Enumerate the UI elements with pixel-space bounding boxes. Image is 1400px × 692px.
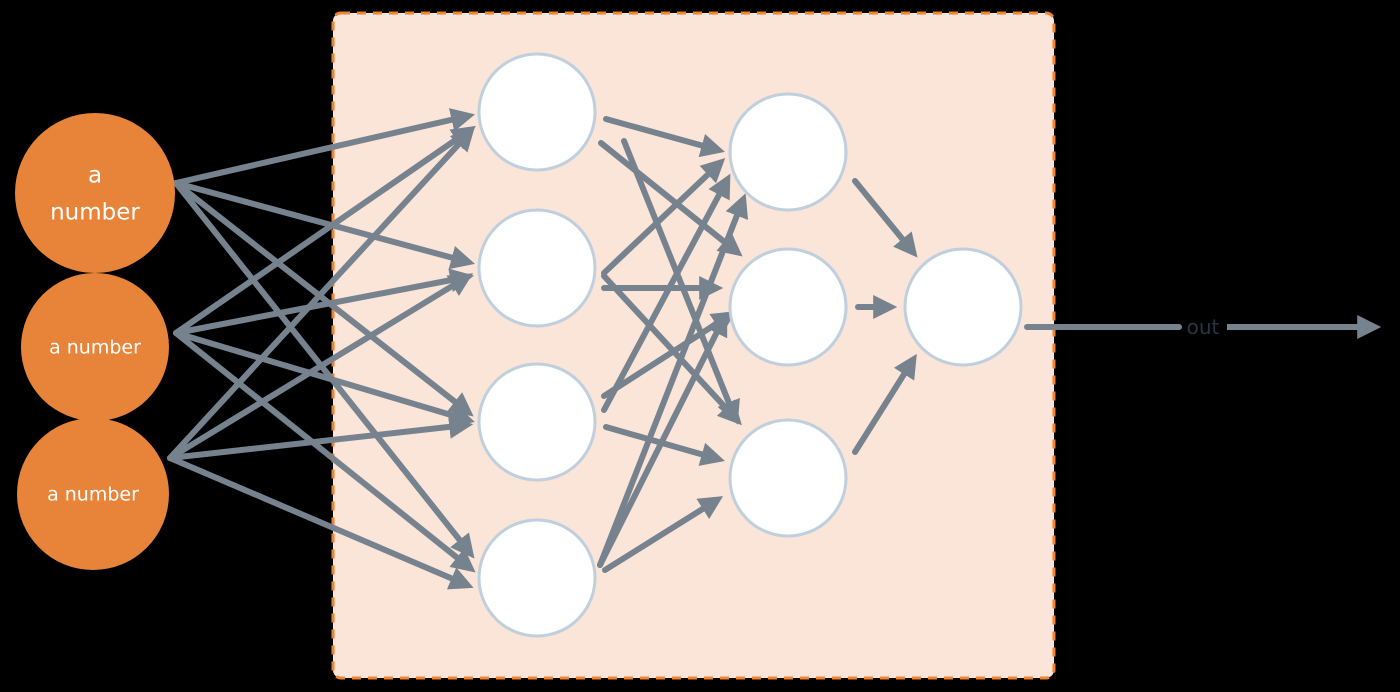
hidden-layer-1: [477, 52, 597, 638]
edge-hidden1-hidden2-10: [597, 193, 749, 568]
output-label: out: [1187, 315, 1220, 339]
edge-hidden1-hidden2-12: [602, 496, 724, 573]
output-neuron-circle: [903, 247, 1023, 367]
edge-input-hidden1-5: [173, 125, 476, 336]
edge-input-hidden1-1: [173, 108, 476, 186]
edge-hidden1-hidden2-11: [597, 311, 728, 568]
input-node-label: a: [88, 163, 102, 189]
input-to-hidden1-edges: [167, 108, 476, 590]
edge-input-hidden1-10: [167, 273, 474, 461]
edge-hidden1-hidden2-6: [601, 273, 742, 426]
hidden2-neuron: [728, 247, 848, 367]
output-arrow: out: [1024, 315, 1382, 339]
output-neuron: [903, 247, 1023, 367]
hidden2-neuron: [728, 92, 848, 212]
hidden1-neuron: [477, 518, 597, 638]
edge-input-hidden1-6: [173, 268, 475, 336]
edge-hidden1-hidden2-1: [603, 116, 725, 158]
input-node-label: a number: [47, 484, 139, 506]
input-node-label: a number: [49, 337, 141, 359]
hidden-network-box: [331, 11, 1056, 680]
hidden1-to-hidden2-edges: [597, 116, 749, 573]
input-node-label: number: [50, 200, 140, 226]
edge-hidden1-hidden2-7: [601, 173, 731, 413]
edge-hidden2-output-3: [852, 353, 917, 455]
input-node-circle: [17, 418, 169, 570]
edge-input-hidden1-12: [167, 455, 474, 590]
edge-hidden1-hidden2-3: [621, 138, 740, 425]
hidden2-neuron: [728, 418, 848, 538]
hidden2-to-output-edges: [852, 178, 918, 455]
edge-input-hidden1-7: [173, 330, 475, 427]
input-node: a number: [21, 273, 169, 421]
edge-hidden2-output-1: [852, 178, 918, 258]
hidden1-neuron: [477, 208, 597, 328]
hidden-layer-2: [728, 92, 848, 538]
edge-hidden1-hidden2-4: [601, 158, 726, 276]
edge-input-hidden1-2: [173, 180, 475, 270]
edge-input-hidden1-3: [173, 180, 474, 417]
edge-input-hidden1-11: [167, 414, 474, 461]
edge-hidden1-hidden2-2: [598, 140, 743, 257]
hidden1-neuron: [477, 52, 597, 172]
edge-input-hidden1-9: [167, 126, 475, 461]
input-node-circle: [21, 273, 169, 421]
input-node: a number: [17, 418, 169, 570]
input-node: a number: [15, 113, 175, 273]
hidden1-neuron: [477, 362, 597, 482]
input-node-circle: [15, 113, 175, 273]
edge-input-hidden1-8: [173, 330, 476, 573]
